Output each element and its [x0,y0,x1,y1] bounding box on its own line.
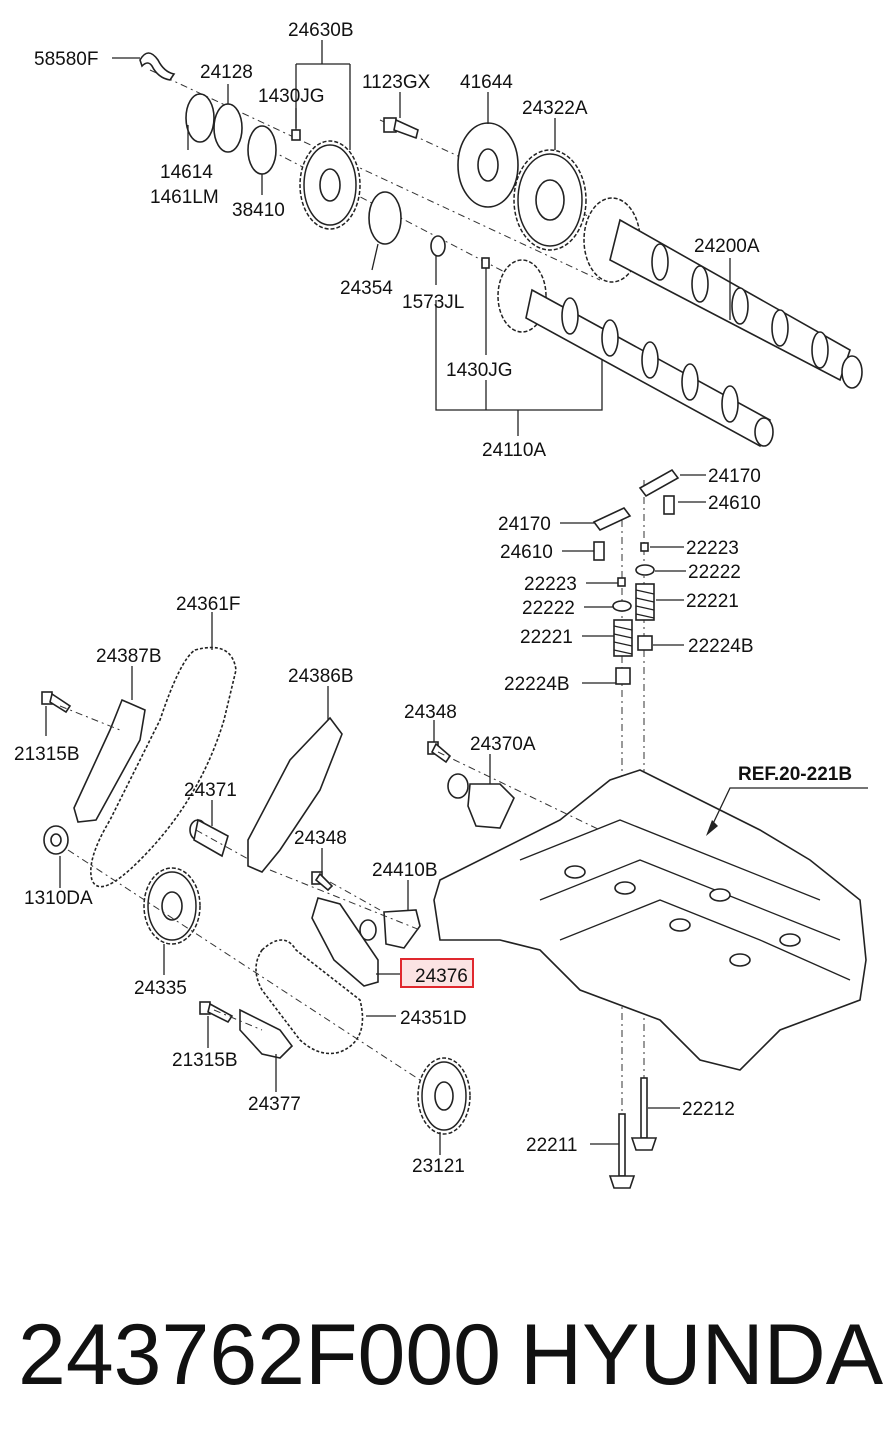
part-label: 24170 [708,466,761,487]
pin-part [291,129,301,141]
oil-pump-sprocket-part [417,1057,471,1135]
part-label: 24610 [708,493,761,514]
ring-part [213,103,243,153]
part-label: 24386B [288,666,354,687]
part-label: 24348 [404,702,457,723]
oil-pump-tensioner-part [359,909,421,949]
part-label: 24110A [482,440,546,461]
lash-adjuster-part [663,495,675,515]
lower-timing-chain-part [255,939,364,1055]
tensioner-bolt-part [311,871,334,892]
plate-part [457,122,519,208]
snap-ring-part [185,93,215,143]
part-label: 22224B [688,636,754,657]
part-label: 24410B [372,860,438,881]
stem-seal-part [637,635,653,651]
reference-label: REF.20-221B [738,764,852,785]
highlight-box [400,958,474,988]
chain-guide-highlighted-part [311,897,379,987]
part-label: 22221 [520,627,573,648]
part-label: 38410 [232,200,285,221]
footer-brand: HYUNDAI [520,1307,886,1403]
lash-adjuster-part [593,541,605,561]
part-label: 22224B [504,674,570,695]
tensioner-assembly-part [447,773,515,829]
part-label: 24354 [340,278,393,299]
seal-ring-part [368,191,402,245]
valve-spring-part [613,619,633,657]
part-label: 24630B [288,20,354,41]
lower-chain-guide-part [239,1008,294,1059]
stem-seal-part [615,667,631,685]
chain-tensioner-part [189,818,229,858]
part-label: 24170 [498,514,551,535]
pin-part [481,257,490,269]
rocker-arm-part [592,507,632,531]
part-label: 24200A [694,236,760,257]
intake-camshaft-part [497,259,774,448]
crank-sprocket-part [143,867,201,945]
part-label: 1461LM [150,187,219,208]
part-label: 24335 [134,978,187,999]
tensioner-arm-part [247,716,343,873]
part-label: 24610 [500,542,553,563]
part-label: 21315B [172,1050,238,1071]
intake-valve-part [608,1113,636,1189]
cam-gear-part [513,149,587,251]
part-label: 1123GX [362,72,431,93]
part-label: 1430JG [258,86,325,107]
ring-part [247,125,277,175]
valve-spring-part [635,583,655,621]
part-label: 1430JG [446,360,513,381]
cylinder-head [433,769,867,1071]
part-label: 24377 [248,1094,301,1115]
exhaust-valve-part [630,1077,658,1151]
part-label: 22222 [522,598,575,619]
part-label: 58580F [34,49,98,70]
bolt-part [383,117,419,140]
part-label: 23121 [412,1156,465,1177]
part-label: 22211 [526,1135,577,1156]
part-label: 22223 [686,538,739,559]
part-label: 1573JL [402,292,464,313]
chain-guide-part [73,698,146,823]
retainer-part [612,600,632,612]
rocker-arm-part [638,468,680,498]
part-label: 24370A [470,734,536,755]
washer-part [430,235,446,257]
valve-cotter-part [640,542,649,552]
footer-part-number: 243762F000 [18,1307,501,1403]
part-label: 14614 [160,162,213,183]
part-label: 1310DA [24,888,93,909]
part-label: 22223 [524,574,577,595]
nut-part [43,825,69,855]
part-label: 41644 [460,72,513,93]
sprocket-part [299,140,361,230]
valve-cotter-part [617,577,626,587]
part-label: 24361F [176,594,240,615]
upper-timing-chain-part [90,646,237,888]
part-label: 22222 [688,562,741,583]
highlighted-part-label: 24376 [415,966,468,987]
part-label: 21315B [14,744,80,765]
retainer-part [635,564,655,576]
guide-bolt-part [199,1001,234,1024]
part-label: 24348 [294,828,347,849]
part-label: 24387B [96,646,162,667]
part-label: 24128 [200,62,253,83]
part-label: 22221 [686,591,739,612]
part-label: 24322A [522,98,588,119]
part-label: 24371 [184,780,237,801]
clip-part [139,52,176,81]
part-label: 24351D [400,1008,467,1029]
part-label: 22212 [682,1099,735,1120]
